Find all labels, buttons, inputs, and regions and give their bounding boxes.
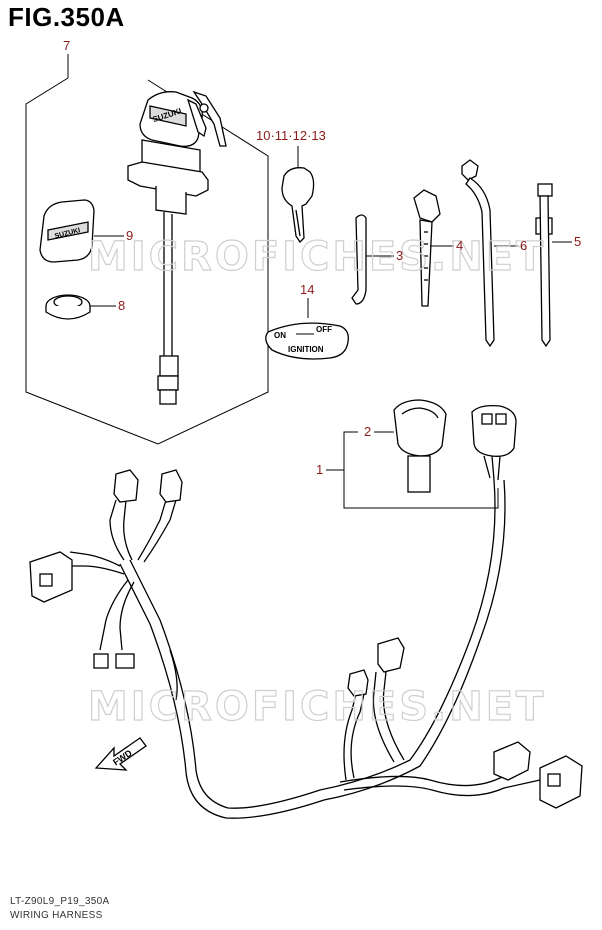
switch-cap-part (39, 199, 95, 263)
callout-9: 9 (126, 228, 134, 243)
callout-4: 4 (456, 238, 464, 253)
key-part (281, 167, 315, 244)
callout-3: 3 (396, 248, 404, 263)
label-ignition-text: IGNITION (288, 345, 324, 354)
callout-2: 2 (364, 424, 372, 439)
callout-7: 7 (63, 38, 71, 53)
footer-title: WIRING HARNESS (10, 910, 103, 921)
callout-6: 6 (520, 238, 528, 253)
callout-8: 8 (118, 298, 126, 313)
wiring-harness-part (69, 479, 541, 819)
callout-14: 14 (300, 282, 315, 297)
tie-4-part (413, 189, 441, 307)
tie-5-part (535, 183, 553, 348)
fwd-arrow (94, 737, 147, 771)
tie-6-part (461, 159, 495, 348)
label-on-text: ON (274, 331, 286, 340)
callout-10-13: 10·11·12·13 (256, 128, 326, 143)
clamp-part (351, 214, 367, 305)
nut-part (45, 294, 91, 320)
ignition-label-part (265, 322, 349, 360)
footer-code: LT-Z90L9_P19_350A (10, 896, 110, 907)
callout-1: 1 (316, 462, 324, 477)
label-off-text: OFF (316, 325, 332, 334)
ignition-switch-part (127, 90, 227, 405)
grommet-part (393, 399, 447, 493)
leader-1-bracket (343, 431, 499, 509)
callout-5: 5 (574, 234, 582, 249)
watermark-top: MICROFICHES.NET (88, 234, 546, 280)
group-7-box (25, 77, 269, 445)
main-connector-part (471, 404, 517, 481)
harness-connectors (29, 469, 583, 809)
figure-title: FIG.350A (8, 2, 125, 32)
watermark-bottom: MICROFICHES.NET (88, 684, 546, 730)
